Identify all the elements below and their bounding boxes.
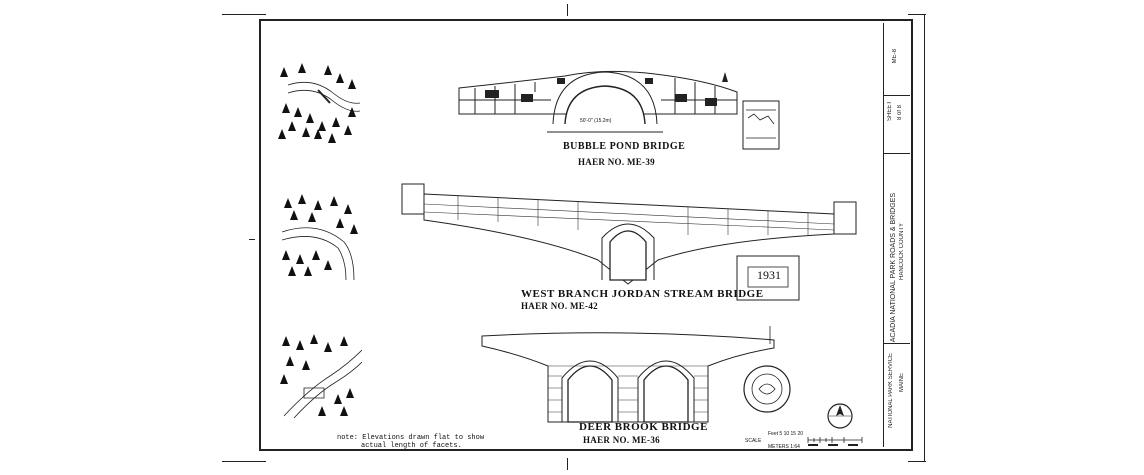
drawing-frame — [259, 19, 913, 451]
scale-label: SCALE — [745, 438, 762, 444]
crop-mark-top-center — [567, 4, 568, 16]
west-branch-location-vignette — [281, 194, 358, 280]
elevation-note-line-2: actual length of facets. — [361, 442, 462, 450]
bubble-pond-haer-no: HAER NO. ME-39 — [578, 157, 655, 167]
title-block-sheet-no: 8 of 8 — [897, 105, 903, 121]
scale-ratio-text: METERS 1:64 — [768, 444, 800, 450]
crop-mark-top-right-h — [908, 14, 926, 15]
title-block-sheet-label: SHEET — [887, 101, 893, 122]
north-arrow-icon — [827, 403, 853, 429]
west-branch-bridge-elevation — [401, 183, 857, 285]
deer-brook-medallion — [743, 365, 791, 413]
scale-feet-text: Feet 5 10 15 20 — [768, 431, 804, 437]
west-branch-haer-no: HAER NO. ME-42 — [521, 301, 598, 311]
bubble-pond-span-dimension: 50'-0" (15.2m) — [580, 118, 612, 124]
title-block-haer-cell: ME-8 — [884, 23, 910, 96]
title-block-haer-no: ME-8 — [892, 49, 898, 64]
scale-bar-graphic — [807, 437, 863, 446]
crop-mark-bottom-left-h — [222, 461, 266, 462]
deer-brook-bridge-elevation — [481, 326, 775, 423]
west-branch-date-stone-text: 1931 — [757, 268, 781, 282]
crop-mark-right-v — [924, 14, 925, 462]
title-block-main-cell: ACADIA NATIONAL PARK ROADS & BRIDGES HAN… — [884, 153, 910, 344]
elevation-note-line-1: note: Elevations drawn flat to show — [337, 434, 485, 442]
crop-mark-left-center — [249, 239, 255, 240]
deer-brook-haer-no: HAER NO. ME-36 — [583, 435, 660, 445]
title-block-state: MAINE — [899, 373, 905, 393]
bubble-pond-location-vignette — [278, 63, 361, 143]
crop-mark-top-left-h — [222, 14, 266, 15]
crop-mark-bottom-center — [567, 458, 568, 470]
title-block-agency-cell: NATIONAL PARK SERVICE MAINE — [884, 343, 910, 447]
title-block-agency: NATIONAL PARK SERVICE — [888, 353, 894, 428]
bubble-pond-bridge-elevation — [458, 70, 738, 133]
elevation-note: note: Elevations drawn flat to show actu… — [337, 434, 484, 450]
deer-brook-location-vignette — [280, 334, 362, 419]
bubble-pond-bridge-title: BUBBLE POND BRIDGE — [563, 141, 686, 152]
bubble-pond-date-stone — [742, 100, 780, 150]
deer-brook-bridge-title: DEER BROOK BRIDGE — [579, 421, 708, 433]
title-block: ME-8 SHEET 8 of 8 ACADIA NATIONAL PARK R… — [883, 23, 910, 447]
title-block-sheet-title: ACADIA NATIONAL PARK ROADS & BRIDGES — [890, 193, 897, 343]
west-branch-bridge-title: WEST BRANCH JORDAN STREAM BRIDGE — [521, 288, 764, 300]
west-branch-date-stone — [736, 255, 800, 301]
title-block-county: HANCOCK COUNTY — [899, 223, 905, 281]
title-block-sheet-cell: SHEET 8 of 8 — [884, 95, 910, 154]
crop-mark-bottom-right-h — [908, 461, 926, 462]
